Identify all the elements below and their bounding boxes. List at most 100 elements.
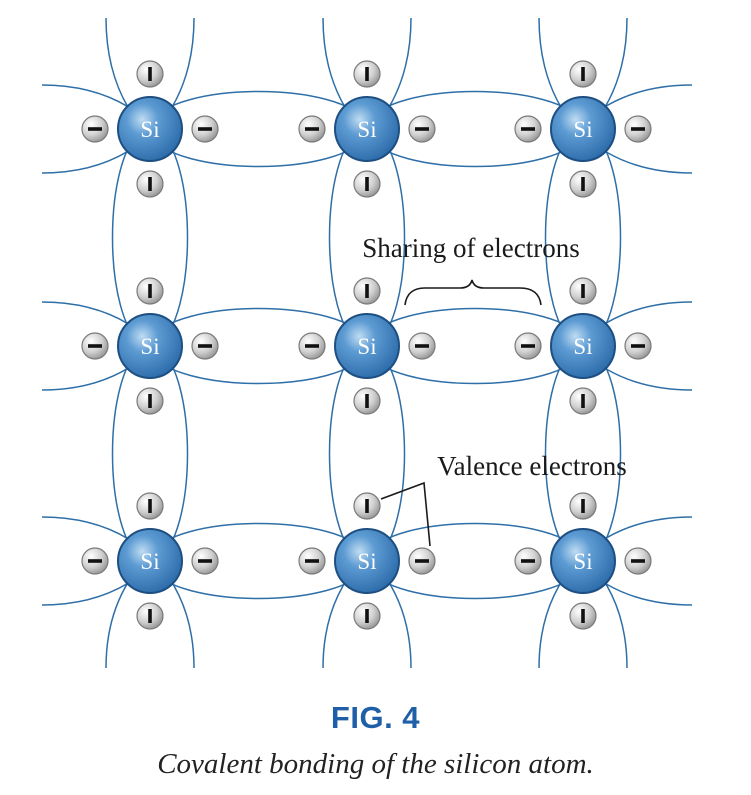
valence-electron xyxy=(136,60,164,88)
bond-loop xyxy=(111,345,145,562)
silicon-atom: Si xyxy=(334,528,400,594)
minus-sign-icon xyxy=(148,177,152,191)
bond-loop xyxy=(366,566,584,600)
atom-symbol: Si xyxy=(140,549,159,574)
minus-sign-icon xyxy=(365,499,369,513)
bond-loop xyxy=(149,351,368,385)
minus-sign-icon xyxy=(305,127,319,131)
silicon-atom: Si xyxy=(117,313,183,379)
valence-electron xyxy=(624,547,652,575)
bond-loop xyxy=(366,522,584,556)
valence-electron xyxy=(569,387,597,415)
minus-sign-icon xyxy=(198,559,212,563)
silicon-atom: Si xyxy=(550,96,616,162)
bond-loop xyxy=(366,351,584,385)
valence-electron xyxy=(136,387,164,415)
minus-sign-icon xyxy=(88,559,102,563)
minus-sign-icon xyxy=(305,344,319,348)
minus-sign-icon xyxy=(365,394,369,408)
bond-loop xyxy=(149,566,368,600)
minus-sign-icon xyxy=(581,177,585,191)
valence-electron xyxy=(136,170,164,198)
valence-electron xyxy=(136,492,164,520)
figure-number: FIG. 4 xyxy=(330,700,421,735)
minus-sign-icon xyxy=(88,127,102,131)
minus-sign-icon xyxy=(581,609,585,623)
atom-symbol: Si xyxy=(573,549,592,574)
valence-electron xyxy=(191,547,219,575)
valence-electron xyxy=(353,492,381,520)
electrons-layer xyxy=(81,60,652,630)
valence-electron xyxy=(569,60,597,88)
minus-sign-icon xyxy=(198,344,212,348)
valence-electron xyxy=(514,547,542,575)
minus-sign-icon xyxy=(415,559,429,563)
minus-sign-icon xyxy=(521,344,535,348)
valence-pointer-lines xyxy=(380,481,431,547)
silicon-atom: Si xyxy=(334,313,400,379)
valence-electron xyxy=(298,547,326,575)
atom-symbol: Si xyxy=(573,117,592,142)
atom-symbol: Si xyxy=(357,334,376,359)
bond-loop xyxy=(372,345,406,562)
minus-sign-icon xyxy=(365,284,369,298)
minus-sign-icon xyxy=(148,67,152,81)
valence-electron xyxy=(136,602,164,630)
atom-symbol: Si xyxy=(357,117,376,142)
minus-sign-icon xyxy=(148,394,152,408)
valence-electron xyxy=(353,60,381,88)
minus-sign-icon xyxy=(415,344,429,348)
valence-electron xyxy=(569,277,597,305)
minus-sign-icon xyxy=(148,499,152,513)
minus-sign-icon xyxy=(365,609,369,623)
valence-electron xyxy=(353,170,381,198)
minus-sign-icon xyxy=(631,559,645,563)
valence-electron xyxy=(298,115,326,143)
silicon-atom: Si xyxy=(550,313,616,379)
minus-sign-icon xyxy=(581,284,585,298)
bond-loop xyxy=(149,307,368,341)
minus-sign-icon xyxy=(415,127,429,131)
valence-electron xyxy=(136,277,164,305)
silicon-atom: Si xyxy=(117,528,183,594)
valence-electron xyxy=(191,332,219,360)
minus-sign-icon xyxy=(631,127,645,131)
minus-sign-icon xyxy=(581,67,585,81)
valence-electron xyxy=(353,387,381,415)
valence-electron xyxy=(81,115,109,143)
valence-electron xyxy=(81,332,109,360)
valence-electron xyxy=(514,332,542,360)
bond-loop xyxy=(366,307,584,341)
valence-electron xyxy=(408,115,436,143)
valence-electron xyxy=(408,332,436,360)
minus-sign-icon xyxy=(521,559,535,563)
minus-sign-icon xyxy=(305,559,319,563)
bond-loop xyxy=(366,134,584,168)
valence-electron xyxy=(191,115,219,143)
bond-loop xyxy=(149,522,368,556)
atom-symbol: Si xyxy=(140,117,159,142)
minus-sign-icon xyxy=(581,394,585,408)
valence-electron xyxy=(569,170,597,198)
valence-electron xyxy=(624,115,652,143)
valence-electron xyxy=(353,277,381,305)
bond-loop xyxy=(155,345,189,562)
minus-sign-icon xyxy=(631,344,645,348)
minus-sign-icon xyxy=(581,499,585,513)
bond-loop xyxy=(588,128,622,347)
minus-sign-icon xyxy=(365,67,369,81)
minus-sign-icon xyxy=(88,344,102,348)
silicon-atom: Si xyxy=(117,96,183,162)
minus-sign-icon xyxy=(148,284,152,298)
bond-loop xyxy=(328,128,362,347)
valence-electron xyxy=(569,602,597,630)
silicon-atom: Si xyxy=(550,528,616,594)
bond-loop xyxy=(149,90,368,124)
bond-loop xyxy=(366,90,584,124)
silicon-atom: Si xyxy=(334,96,400,162)
valence-electron xyxy=(298,332,326,360)
atom-symbol: Si xyxy=(140,334,159,359)
bond-loop xyxy=(328,345,362,562)
